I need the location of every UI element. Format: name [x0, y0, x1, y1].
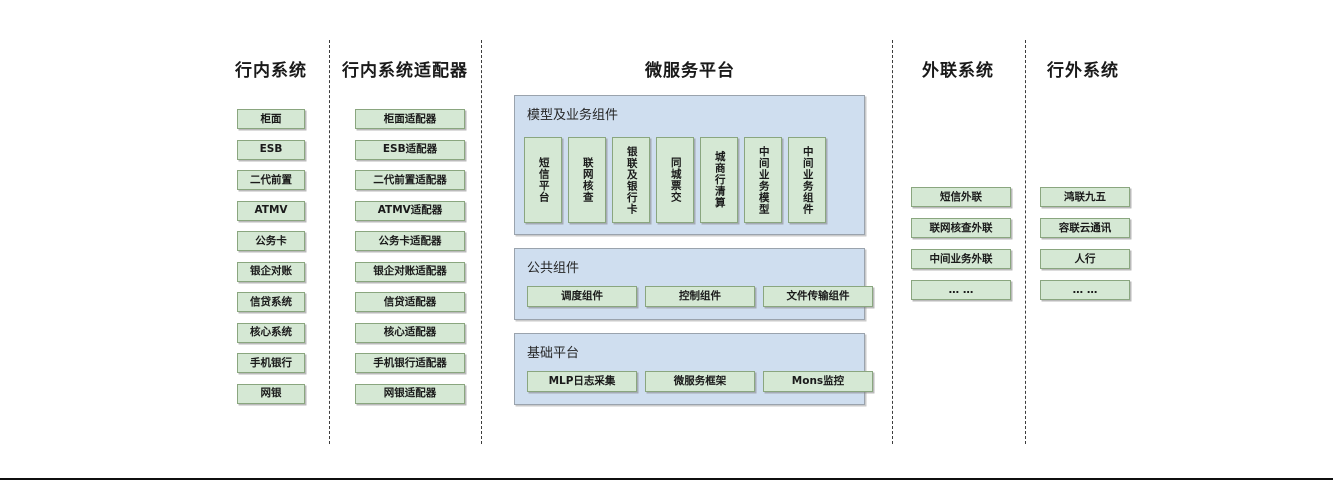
node-inner-system-adapters-1[interactable]: 柜面适配器: [355, 109, 465, 129]
node-model-and-business-components-4[interactable]: 同城票交: [656, 137, 694, 223]
node-model-and-business-components-2[interactable]: 联网核查: [568, 137, 606, 223]
node-inner-systems-7[interactable]: 信贷系统: [237, 292, 305, 312]
node-outside-bank-systems-3[interactable]: 人行: [1040, 249, 1130, 269]
node-inner-systems-3[interactable]: 二代前置: [237, 170, 305, 190]
node-inner-system-adapters-2[interactable]: ESB适配器: [355, 139, 465, 160]
node-inner-systems-5[interactable]: 公务卡: [237, 231, 305, 251]
node-base-platform-3[interactable]: Mons监控: [763, 371, 873, 392]
column-divider-3: [892, 40, 893, 444]
group-base-platform: 基础平台: [514, 333, 865, 405]
node-inner-system-adapters-7[interactable]: 信贷适配器: [355, 292, 465, 312]
group-label-public-components: 公共组件: [527, 261, 580, 276]
group-label-model-and-business-components: 模型及业务组件: [527, 108, 619, 123]
node-inner-systems-1[interactable]: 柜面: [237, 109, 305, 129]
node-inner-system-adapters-6[interactable]: 银企对账适配器: [355, 261, 465, 282]
node-public-components-1[interactable]: 调度组件: [527, 286, 637, 307]
column-divider-4: [1025, 40, 1026, 444]
group-public-components: 公共组件: [514, 248, 865, 320]
node-inner-system-adapters-10[interactable]: 网银适配器: [355, 383, 465, 404]
group-label-base-platform: 基础平台: [527, 346, 580, 361]
node-external-liaison-systems-4[interactable]: … …: [911, 280, 1011, 300]
node-external-liaison-systems-1[interactable]: 短信外联: [911, 187, 1011, 207]
node-inner-system-adapters-8[interactable]: 核心适配器: [355, 322, 465, 343]
column-divider-1: [329, 40, 330, 444]
node-inner-system-adapters-3[interactable]: 二代前置适配器: [355, 170, 465, 190]
node-inner-systems-2[interactable]: ESB: [237, 139, 305, 160]
column-title-inner-systems: 行内系统: [235, 61, 307, 81]
node-model-and-business-components-1[interactable]: 短信平台: [524, 137, 562, 223]
column-title-inner-system-adapters: 行内系统适配器: [342, 61, 468, 81]
node-outside-bank-systems-4[interactable]: … …: [1040, 280, 1130, 300]
node-model-and-business-components-7[interactable]: 中间业务组件: [788, 137, 826, 223]
node-inner-systems-10[interactable]: 网银: [237, 383, 305, 404]
node-external-liaison-systems-3[interactable]: 中间业务外联: [911, 249, 1011, 269]
node-model-and-business-components-3[interactable]: 银联及银行卡: [612, 137, 650, 223]
node-model-and-business-components-6[interactable]: 中间业务模型: [744, 137, 782, 223]
column-title-outside-bank-systems: 行外系统: [1047, 61, 1119, 81]
node-base-platform-2[interactable]: 微服务框架: [645, 371, 755, 392]
node-public-components-3[interactable]: 文件传输组件: [763, 286, 873, 307]
node-outside-bank-systems-2[interactable]: 容联云通讯: [1040, 218, 1130, 238]
platform-title: 微服务平台: [645, 61, 735, 81]
node-inner-systems-4[interactable]: ATMV: [237, 200, 305, 221]
node-model-and-business-components-5[interactable]: 城商行清算: [700, 137, 738, 223]
node-inner-systems-8[interactable]: 核心系统: [237, 322, 305, 343]
node-base-platform-1[interactable]: MLP日志采集: [527, 371, 637, 392]
node-inner-systems-9[interactable]: 手机银行: [237, 353, 305, 373]
node-outside-bank-systems-1[interactable]: 鸿联九五: [1040, 187, 1130, 207]
node-inner-system-adapters-4[interactable]: ATMV适配器: [355, 200, 465, 221]
node-external-liaison-systems-2[interactable]: 联网核查外联: [911, 218, 1011, 238]
column-title-external-liaison-systems: 外联系统: [922, 61, 994, 81]
node-inner-systems-6[interactable]: 银企对账: [237, 261, 305, 282]
node-public-components-2[interactable]: 控制组件: [645, 286, 755, 307]
node-inner-system-adapters-5[interactable]: 公务卡适配器: [355, 231, 465, 251]
bottom-rule: [0, 478, 1333, 480]
node-inner-system-adapters-9[interactable]: 手机银行适配器: [355, 353, 465, 373]
column-divider-2: [481, 40, 482, 444]
